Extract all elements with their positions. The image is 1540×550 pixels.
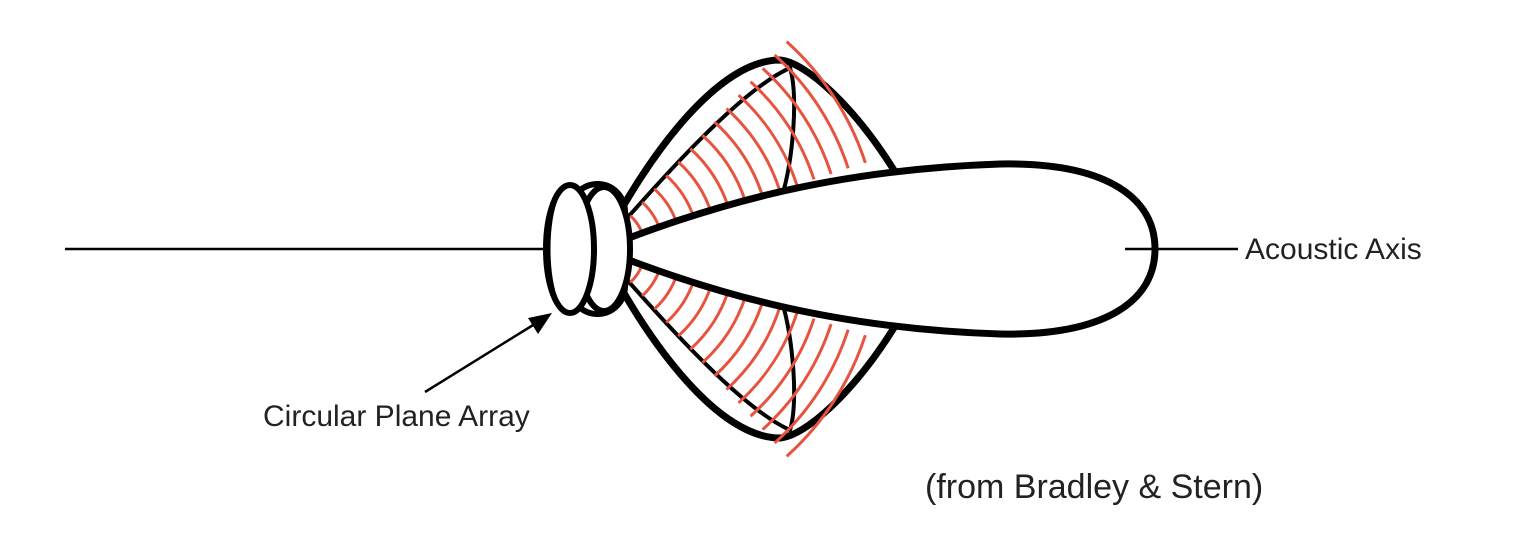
wavefront-arc	[737, 94, 799, 186]
wavefront-arc	[761, 323, 833, 431]
lower-side-lobe-wavefronts	[629, 262, 867, 458]
wavefront-arc	[749, 80, 816, 180]
wavefront-arc	[737, 312, 799, 404]
circular-plane-array-label: Circular Plane Array	[263, 400, 530, 433]
wavefront-arc	[773, 329, 850, 445]
wavefront-arc	[773, 53, 850, 169]
wavefront-arc	[785, 40, 867, 164]
wavefront-arc	[785, 334, 867, 458]
source-credit-label: (from Bradley & Stern)	[925, 468, 1263, 506]
wavefront-arc	[749, 318, 816, 418]
wavefront-arc	[701, 295, 747, 364]
wavefront-arc	[761, 67, 833, 175]
wavefront-arc	[725, 107, 782, 192]
wavefront-arc	[713, 120, 765, 197]
array-pointer-line	[424, 320, 539, 394]
wavefront-arc	[701, 134, 747, 203]
circular-plane-array	[543, 181, 633, 317]
wavefront-arc	[689, 147, 730, 208]
wavefront-arc	[713, 301, 765, 378]
wavefront-arc	[725, 306, 782, 391]
wavefront-arc	[689, 290, 730, 351]
upper-side-lobe-inner-edge	[598, 65, 797, 251]
acoustic-axis-label: Acoustic Axis	[1245, 233, 1422, 266]
array-pointer-arrowhead	[528, 313, 552, 334]
lower-side-lobe-inner-edge	[598, 247, 797, 433]
